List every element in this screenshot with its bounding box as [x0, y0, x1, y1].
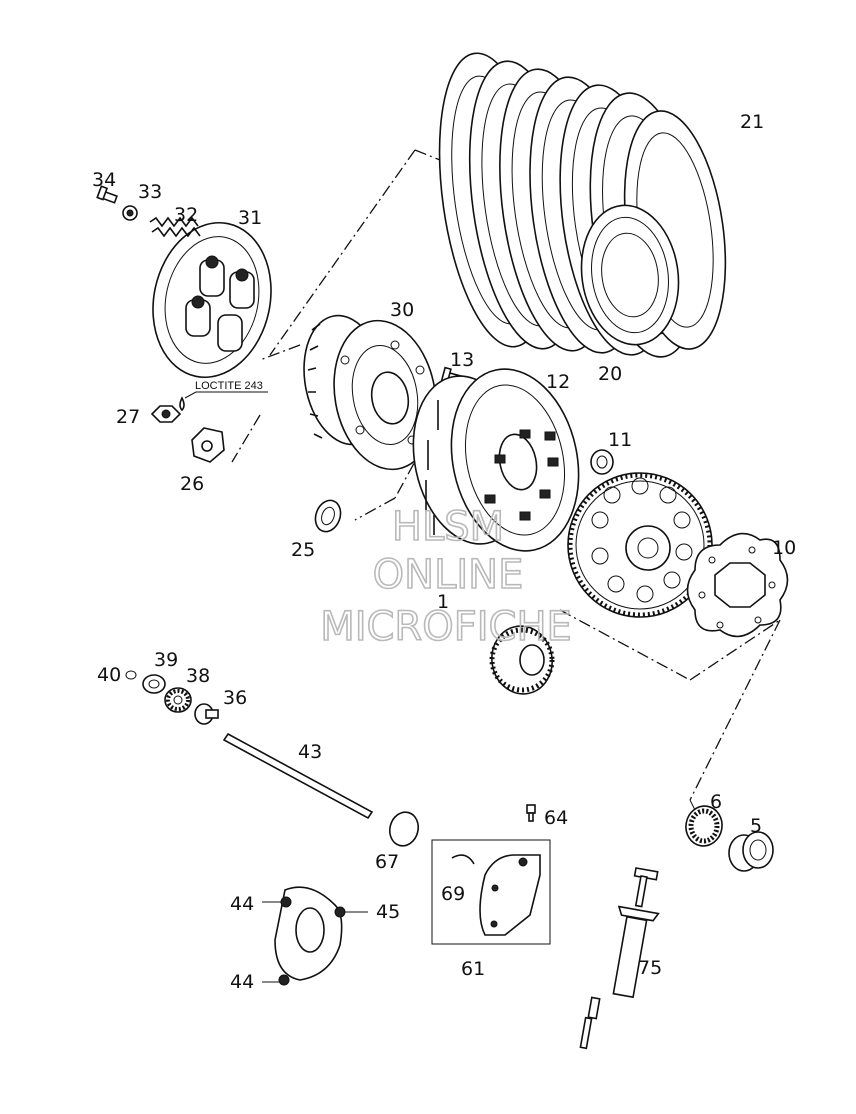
label-64: 64	[544, 807, 568, 829]
label-11: 11	[608, 429, 632, 451]
label-27: 27	[116, 406, 140, 428]
label-20: 20	[598, 363, 622, 385]
pressure-plate-31	[152, 221, 272, 379]
label-43: 43	[298, 741, 322, 763]
label-25: 25	[291, 539, 315, 561]
bushing-5	[728, 831, 774, 872]
label-32: 32	[174, 204, 198, 226]
screw-64	[526, 804, 536, 822]
watermark-line-2: ONLINE	[373, 552, 524, 598]
ring-69	[451, 854, 475, 865]
clutch-slave-cover	[274, 886, 346, 986]
loctite-note: LOCTITE 243	[195, 380, 263, 392]
label-12: 12	[546, 371, 570, 393]
bushing-11	[590, 449, 614, 475]
loctite-drop	[179, 396, 185, 412]
label-69: 69	[441, 883, 465, 905]
needle-bearing-6	[685, 805, 723, 847]
washer-33	[122, 205, 138, 221]
label-38: 38	[186, 665, 210, 687]
circlip-40	[125, 670, 137, 680]
part-labels: 34 33 32 31 21 30 13 12 20 LOCTITE 243 2…	[92, 111, 796, 993]
spring-32	[149, 216, 201, 238]
clutch-hub-30	[303, 314, 437, 471]
label-44a: 44	[230, 893, 254, 915]
label-75: 75	[638, 957, 662, 979]
label-6: 6	[710, 791, 722, 813]
bleed-syringe-75	[579, 867, 660, 1050]
label-36: 36	[223, 687, 247, 709]
group-61-box	[431, 839, 551, 945]
lock-washer-26	[191, 427, 225, 463]
clutch-plates-21	[438, 52, 727, 358]
label-33: 33	[138, 181, 162, 203]
disc-10	[686, 532, 789, 638]
label-30: 30	[390, 299, 414, 321]
label-21: 21	[740, 111, 764, 133]
label-67: 67	[375, 851, 399, 873]
label-31: 31	[238, 207, 262, 229]
push-rod-43	[222, 732, 374, 820]
pressure-piece-36	[194, 703, 219, 725]
bearing-38	[164, 687, 192, 713]
label-44b: 44	[230, 971, 254, 993]
nut-27	[150, 405, 182, 423]
label-13: 13	[450, 349, 474, 371]
label-1: 1	[437, 591, 449, 613]
label-61: 61	[461, 958, 485, 980]
clutch-plate-20	[580, 204, 680, 346]
label-5: 5	[750, 815, 762, 837]
loctite-leader	[184, 391, 268, 399]
o-ring-67	[388, 811, 420, 847]
label-10: 10	[772, 537, 796, 559]
label-39: 39	[154, 649, 178, 671]
lever-housing	[479, 854, 541, 936]
assembly-lines	[231, 149, 781, 811]
clutch-basket-12	[412, 368, 580, 552]
watermark-line-3: MICROFICHE	[320, 604, 572, 650]
label-26: 26	[180, 473, 204, 495]
watermark-line-1: HLSM	[392, 504, 504, 550]
label-34: 34	[92, 169, 116, 191]
thrust-washer-25	[314, 499, 342, 533]
label-45: 45	[376, 901, 400, 923]
washer-39	[142, 674, 166, 694]
bolt-34	[96, 185, 118, 204]
label-40: 40	[97, 664, 121, 686]
pinion-gear	[489, 625, 555, 695]
primary-gear	[567, 472, 713, 618]
watermark: HLSM ONLINE MICROFICHE	[319, 503, 572, 651]
